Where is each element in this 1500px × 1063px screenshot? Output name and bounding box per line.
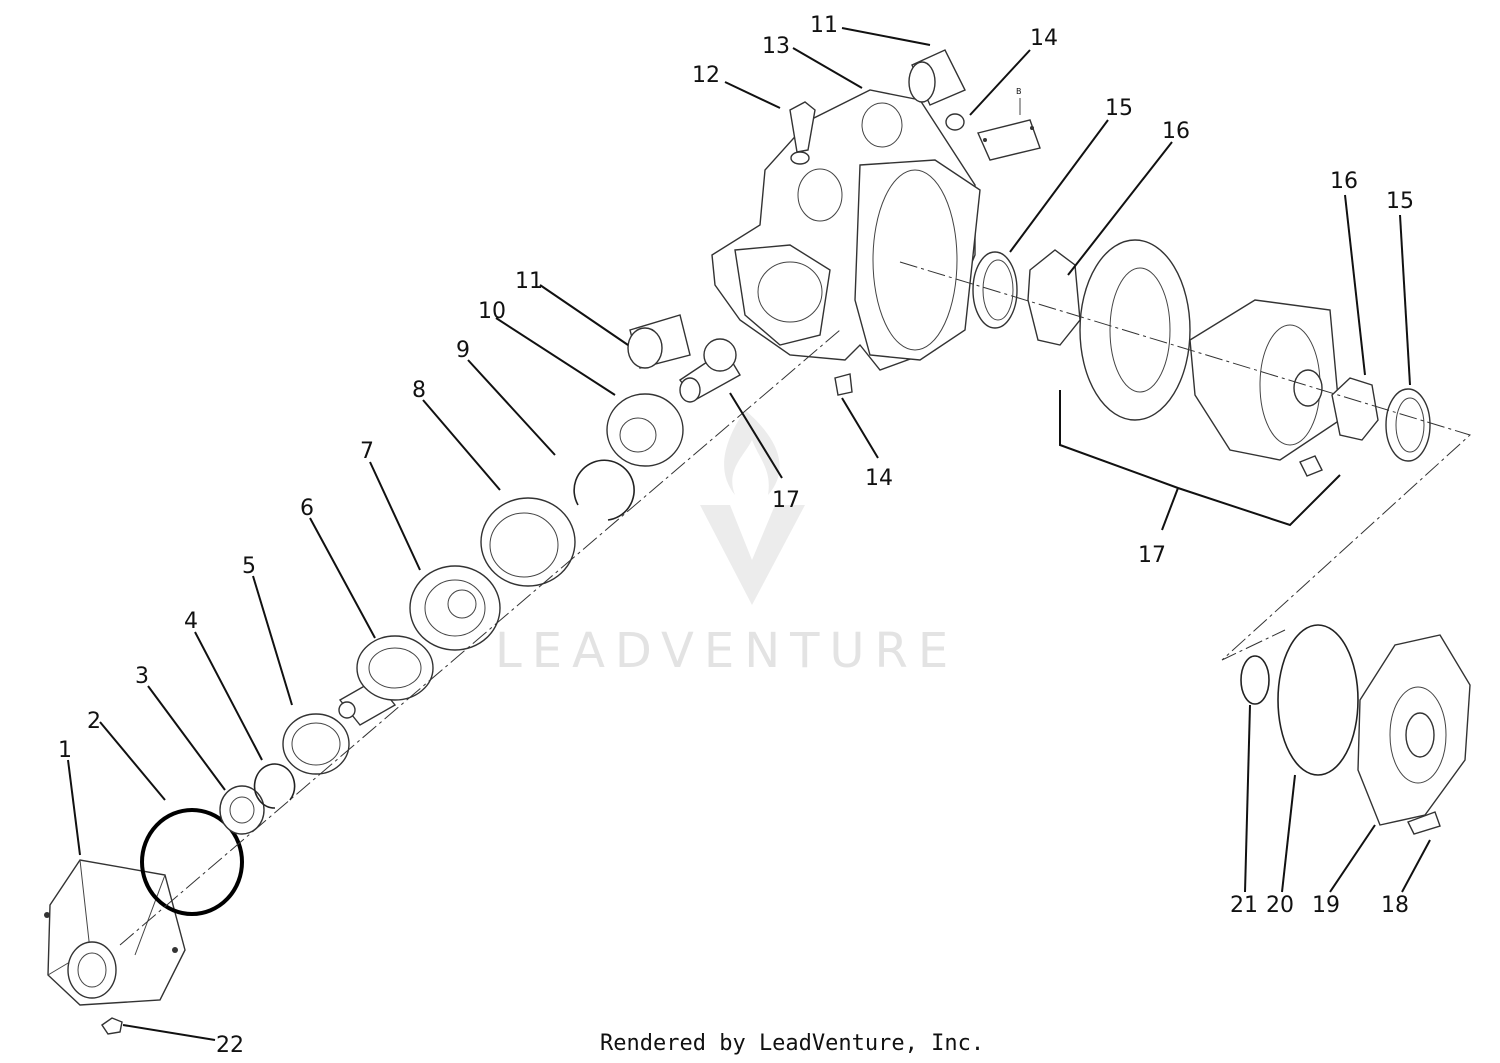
watermark-v-icon xyxy=(700,505,805,605)
part-differential-assembly xyxy=(1079,239,1341,461)
callout-17-assembly: 17 xyxy=(1138,543,1166,568)
callout-labels: 1 2 3 4 5 6 7 8 9 10 11 11 12 13 14 14 1… xyxy=(58,13,1414,1058)
part-seal xyxy=(219,785,265,835)
part-vent xyxy=(789,101,816,165)
callout-13: 13 xyxy=(762,34,790,59)
callout-18: 18 xyxy=(1381,893,1409,918)
callout-20: 20 xyxy=(1266,893,1294,918)
part-o-ring-small xyxy=(1240,655,1270,705)
part-bearing-race-left xyxy=(972,251,1018,329)
callout-14-lower: 14 xyxy=(865,466,893,491)
part-plug-upper xyxy=(945,113,965,131)
part-thrust-washer xyxy=(282,713,350,775)
callout-15-right: 15 xyxy=(1386,189,1414,214)
render-caption: Rendered by LeadVenture, Inc. xyxy=(600,1031,984,1056)
part-diff-bolt xyxy=(1299,455,1323,477)
part-decal-plate: B xyxy=(977,87,1041,161)
callout-22: 22 xyxy=(216,1033,244,1058)
watermark: LEADVENTURE xyxy=(495,410,958,679)
callout-19: 19 xyxy=(1312,893,1340,918)
part-needle-bearing xyxy=(480,497,576,587)
callout-7: 7 xyxy=(360,439,374,464)
callout-5: 5 xyxy=(242,554,256,579)
callout-2: 2 xyxy=(87,709,101,734)
part-bushing-lower xyxy=(627,314,691,369)
part-bolt-22 xyxy=(101,1017,123,1035)
callout-15-left: 15 xyxy=(1105,96,1133,121)
part-gasket-ring xyxy=(1277,624,1359,776)
part-bearing-cup xyxy=(409,565,501,651)
part-bearing-race-right xyxy=(1385,388,1431,462)
watermark-text: LEADVENTURE xyxy=(495,623,958,679)
callout-14-upper: 14 xyxy=(1030,26,1058,51)
callout-11-lower: 11 xyxy=(515,269,543,294)
callout-4: 4 xyxy=(184,609,198,634)
part-bushing-upper xyxy=(908,49,966,106)
leader-lines xyxy=(67,27,1431,1041)
callout-11-upper: 11 xyxy=(810,13,838,38)
part-input-shaft xyxy=(678,338,741,403)
callout-10: 10 xyxy=(478,299,506,324)
part-snap-ring-4 xyxy=(253,763,296,809)
part-pinion-shaft xyxy=(338,635,434,726)
callout-21: 21 xyxy=(1230,893,1258,918)
callout-16-right: 16 xyxy=(1330,169,1358,194)
part-o-ring xyxy=(140,808,244,916)
part-cover-bolt xyxy=(1407,811,1441,835)
part-ball-bearing xyxy=(606,393,684,467)
watermark-flame-icon xyxy=(724,410,780,495)
centerlines xyxy=(119,261,1471,946)
part-side-cover xyxy=(1357,634,1471,826)
callout-8: 8 xyxy=(412,378,426,403)
callout-16-left: 16 xyxy=(1162,119,1190,144)
callout-9: 9 xyxy=(456,338,470,363)
callout-3: 3 xyxy=(135,664,149,689)
callout-1: 1 xyxy=(58,738,72,763)
decal-label: B xyxy=(1016,87,1022,96)
part-bearing-cone-right xyxy=(1331,377,1379,441)
part-bearing-cone-left xyxy=(1027,249,1081,346)
part-end-cover xyxy=(44,859,186,1006)
part-snap-ring-9 xyxy=(573,459,635,521)
part-plug-lower xyxy=(834,373,853,396)
part-housing xyxy=(711,89,981,371)
callout-12: 12 xyxy=(692,63,720,88)
callout-17-shaft: 17 xyxy=(772,488,800,513)
callout-6: 6 xyxy=(300,496,314,521)
